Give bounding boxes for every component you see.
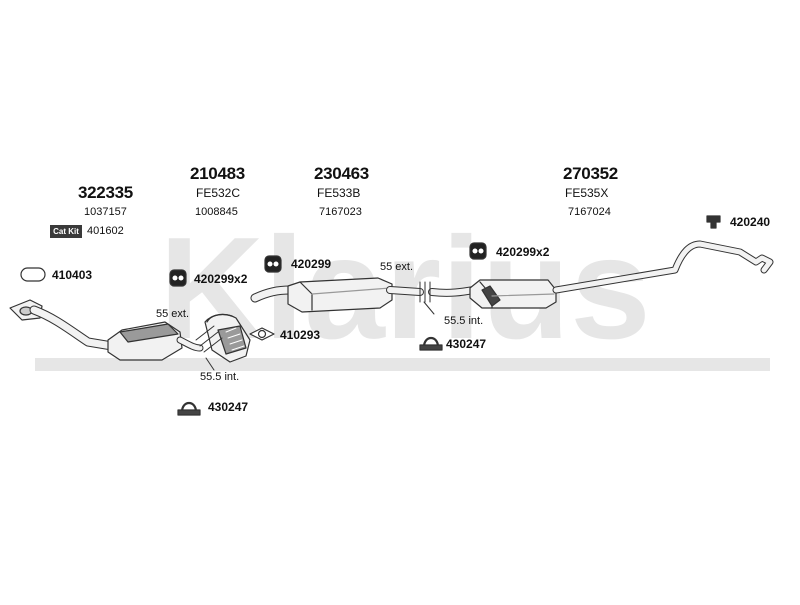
- rubber-hanger-icon: [469, 242, 487, 260]
- clamp-icon: [177, 401, 201, 416]
- hanger-a-hole-right: [178, 275, 184, 281]
- catalyst-outlet-inner: [177, 337, 203, 351]
- front-pipe-catalyst: [9, 299, 204, 361]
- hanger-c-hole-left: [472, 248, 478, 254]
- hanger-c-label: 420299x2: [496, 245, 550, 259]
- cat-kit-badge: Cat Kit: [50, 225, 82, 238]
- ring-seal-label: 410403: [52, 268, 93, 282]
- middle-silencer-body: [287, 277, 393, 313]
- part-number-pipe: 210483: [190, 164, 245, 183]
- clamp-b-label: 430247: [446, 337, 487, 351]
- middle-silencer: [250, 277, 424, 313]
- ring-seal-icon: [20, 267, 46, 282]
- fitting-note-ext-b: 55 ext.: [380, 261, 414, 273]
- code-rear: FE535X: [565, 186, 609, 200]
- rear-silencer: [428, 240, 774, 309]
- joint-a-line-2: [199, 331, 219, 347]
- joint-marker: [195, 325, 223, 371]
- joint-a-line-3: [203, 337, 223, 353]
- pipe-bend-line: [206, 313, 233, 323]
- joint-b-leader: [423, 301, 435, 315]
- gasket-hole: [257, 329, 267, 339]
- hanger-b-hole-left: [267, 261, 273, 267]
- rear-inlet-inner: [429, 287, 477, 296]
- fitting-note-int-a: 55.5 int.: [200, 371, 240, 383]
- hanger-a-hole-left: [172, 275, 178, 281]
- middle-silencer-highlight: [311, 287, 391, 295]
- hanger-b-hole-right: [273, 261, 279, 267]
- catalyst-shading: [119, 323, 179, 343]
- gasket-icon: [249, 327, 275, 341]
- hanger-a-body: [169, 269, 187, 287]
- tailpipe-clip-label: 420240: [730, 215, 771, 229]
- tailpipe-clip-body: [706, 215, 721, 229]
- clamp-a-label: 430247: [208, 400, 249, 414]
- rubber-hanger-icon: [264, 255, 282, 273]
- hanger-c-body: [469, 242, 487, 260]
- hanger-b-label: 420299: [291, 257, 332, 271]
- code-pipe: FE532C: [196, 186, 241, 200]
- middle-outlet-inner: [387, 287, 423, 295]
- fitting-note-ext-a: 55 ext.: [156, 308, 190, 320]
- clamp-a-u-bolt: [180, 401, 198, 414]
- rear-silencer-highlight: [491, 293, 555, 297]
- code-middle: FE533B: [317, 186, 361, 200]
- oe-number-rear: 7167024: [568, 206, 611, 218]
- gasket-label: 410293: [280, 328, 321, 342]
- watermark-bar: [35, 358, 770, 371]
- joint-marker: [419, 281, 435, 315]
- hanger-c-hole-right: [478, 248, 484, 254]
- clamp-icon: [419, 336, 443, 351]
- part-number-rear: 270352: [563, 164, 618, 183]
- part-number-middle: 230463: [314, 164, 369, 183]
- joint-a-leader: [205, 357, 215, 371]
- part-number-front: 322335: [78, 183, 133, 202]
- rubber-hanger-icon: [169, 269, 187, 287]
- tailpipe-inner: [553, 241, 773, 293]
- front-pipe-inner: [30, 306, 116, 350]
- clamp-b-u-bolt: [422, 336, 440, 349]
- oe-number-pipe: 1008845: [195, 206, 238, 218]
- clamp-b-saddle: [419, 344, 443, 351]
- oe-number-front: 1037157: [84, 206, 127, 218]
- joint-a-line-1: [195, 325, 215, 341]
- flex-section-lines: [225, 327, 245, 351]
- hanger-a-label: 420299x2: [194, 272, 248, 286]
- cat-kit-number: 401602: [87, 225, 124, 237]
- tailpipe-clip-icon: [706, 215, 721, 229]
- middle-inlet-inner: [251, 286, 294, 302]
- intermediate-pipe: [204, 313, 251, 363]
- fitting-note-int-b: 55.5 int.: [444, 315, 484, 327]
- hanger-b-body: [264, 255, 282, 273]
- clamp-a-saddle: [177, 409, 201, 416]
- rear-silencer-end-cap: [481, 285, 501, 307]
- intermediate-pipe-shading: [217, 325, 247, 355]
- oe-number-middle: 7167023: [319, 206, 362, 218]
